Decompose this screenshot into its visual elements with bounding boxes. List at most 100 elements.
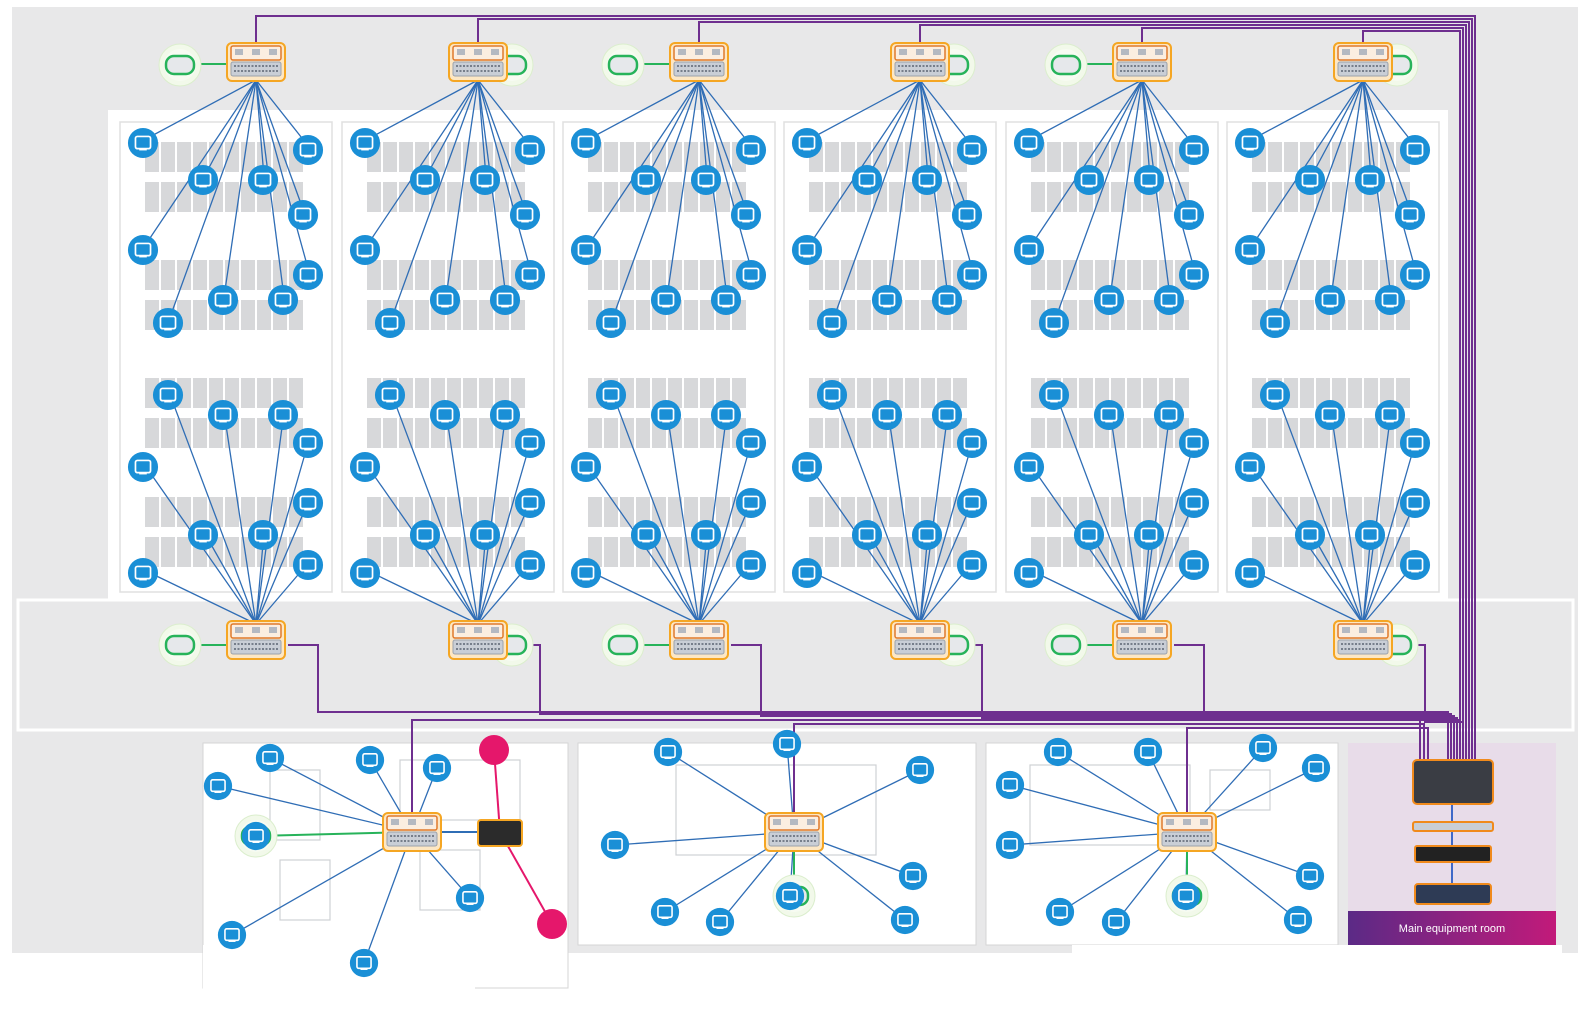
desk bbox=[383, 182, 397, 212]
desk bbox=[1380, 497, 1394, 527]
camera-icon bbox=[1153, 399, 1185, 431]
desk bbox=[825, 418, 839, 448]
desk bbox=[825, 537, 839, 567]
power-outlet-icon bbox=[816, 307, 848, 339]
desk bbox=[668, 142, 682, 172]
desk bbox=[1127, 497, 1141, 527]
desk bbox=[857, 300, 871, 330]
desk bbox=[825, 497, 839, 527]
desk bbox=[479, 260, 493, 290]
desk bbox=[588, 497, 602, 527]
monitor-icon bbox=[1399, 549, 1431, 581]
desk bbox=[636, 300, 650, 330]
desk bbox=[1268, 537, 1282, 567]
desk bbox=[1143, 300, 1157, 330]
door-access-icon bbox=[1133, 519, 1165, 551]
network-switch-icon bbox=[889, 620, 951, 660]
desk bbox=[447, 497, 461, 527]
power-outlet-icon bbox=[1399, 487, 1431, 519]
phone-icon bbox=[1073, 164, 1105, 196]
drop-cable bbox=[255, 439, 310, 625]
desk bbox=[1159, 182, 1173, 212]
drop-cable bbox=[698, 411, 728, 625]
desk bbox=[652, 497, 666, 527]
desk bbox=[716, 182, 730, 212]
monitor-icon bbox=[650, 284, 682, 316]
desk bbox=[841, 142, 855, 172]
power-outlet-icon bbox=[374, 307, 406, 339]
camera-icon bbox=[241, 821, 271, 851]
drop-cable bbox=[217, 785, 413, 833]
drop-cable bbox=[1141, 411, 1171, 625]
camera-icon bbox=[931, 399, 963, 431]
desk bbox=[495, 182, 509, 212]
desk bbox=[857, 497, 871, 527]
desk bbox=[1252, 260, 1266, 290]
desk bbox=[809, 497, 823, 527]
camera-icon bbox=[995, 770, 1025, 800]
card-reader-icon bbox=[816, 379, 848, 411]
desk bbox=[825, 142, 839, 172]
desk bbox=[257, 378, 271, 408]
desk bbox=[873, 497, 887, 527]
desk bbox=[636, 497, 650, 527]
drop-cable bbox=[255, 411, 285, 625]
desk bbox=[273, 497, 287, 527]
card-reader-icon bbox=[1394, 199, 1426, 231]
desk bbox=[463, 300, 477, 330]
access-point-icon bbox=[158, 623, 202, 667]
desk bbox=[604, 182, 618, 212]
power-outlet-icon bbox=[1101, 907, 1131, 937]
phone-icon bbox=[349, 451, 381, 483]
monitor-icon bbox=[871, 284, 903, 316]
access-point-icon bbox=[158, 43, 202, 87]
phone-icon bbox=[1294, 164, 1326, 196]
phone-icon bbox=[489, 284, 521, 316]
drop-cable bbox=[832, 391, 921, 625]
drop-cable bbox=[255, 79, 310, 148]
desk bbox=[257, 300, 271, 330]
desk bbox=[1380, 182, 1394, 212]
door-access-icon bbox=[791, 234, 823, 266]
phone-icon bbox=[710, 284, 742, 316]
door-access-icon bbox=[650, 399, 682, 431]
drop-cable bbox=[646, 531, 700, 625]
desk bbox=[1031, 182, 1045, 212]
monitor-icon bbox=[514, 134, 546, 166]
drop-cable bbox=[698, 439, 753, 625]
camera-icon bbox=[514, 259, 546, 291]
uplink-cable bbox=[411, 719, 1421, 812]
desk bbox=[1332, 182, 1346, 212]
desk bbox=[367, 182, 381, 212]
desk bbox=[1047, 260, 1061, 290]
drop-cable bbox=[363, 831, 413, 964]
drop-cable bbox=[1310, 79, 1364, 178]
drop-cable bbox=[143, 569, 257, 625]
drop-cable bbox=[1275, 79, 1364, 321]
camera-icon bbox=[1013, 557, 1045, 589]
patch-panel-icon bbox=[1412, 821, 1494, 832]
desk bbox=[1268, 182, 1282, 212]
drop-cable bbox=[365, 569, 479, 625]
desk bbox=[1348, 418, 1362, 448]
drop-cable bbox=[1109, 79, 1143, 298]
door-access-icon bbox=[479, 735, 509, 765]
card-reader-icon bbox=[152, 379, 184, 411]
desk bbox=[145, 418, 159, 448]
drop-cable bbox=[611, 391, 700, 625]
desk bbox=[1031, 418, 1045, 448]
desk bbox=[1127, 300, 1141, 330]
desk bbox=[447, 537, 461, 567]
network-switch-icon bbox=[668, 42, 730, 82]
card-reader-icon bbox=[630, 519, 662, 551]
desk bbox=[716, 260, 730, 290]
desk bbox=[668, 182, 682, 212]
drop-cable bbox=[1250, 79, 1364, 141]
desk bbox=[620, 182, 634, 212]
desk bbox=[1111, 142, 1125, 172]
desk bbox=[809, 182, 823, 212]
monitor-icon bbox=[1178, 549, 1210, 581]
card-reader-icon bbox=[1173, 199, 1205, 231]
desk bbox=[209, 497, 223, 527]
drop-cable bbox=[1250, 569, 1364, 625]
